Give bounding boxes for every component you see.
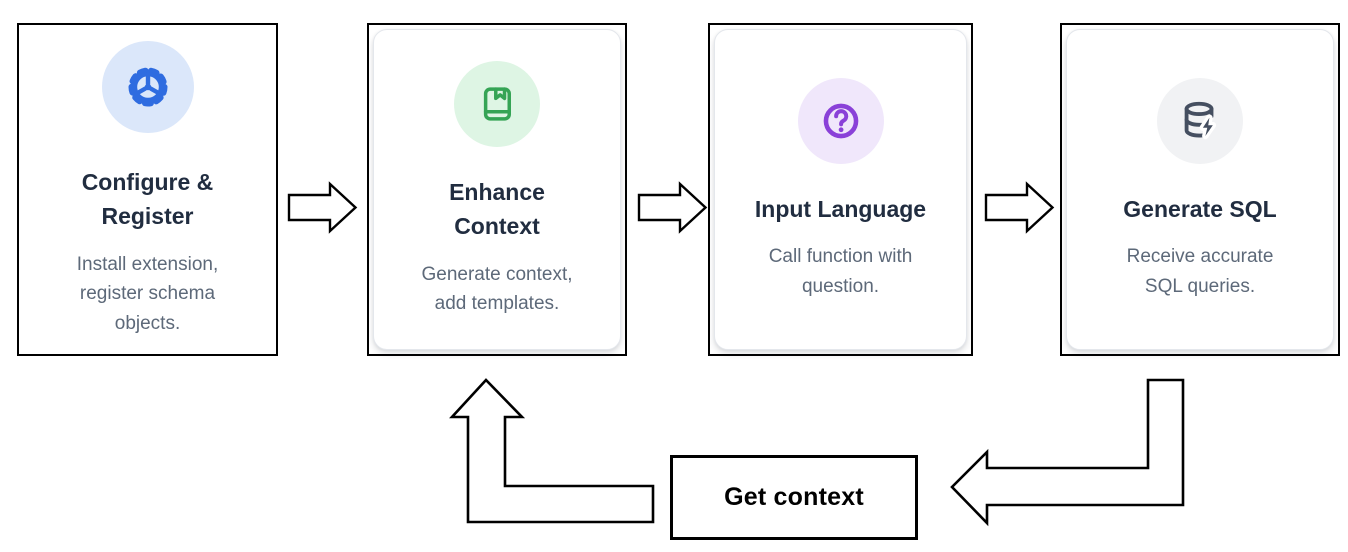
step-title: Generate SQL: [1123, 195, 1277, 222]
step-title: Configure & Register: [81, 168, 214, 230]
step-card-configure-register: Configure & Register Install extension, …: [17, 23, 278, 356]
book-icon-badge: [454, 60, 540, 147]
get-context-label: Get context: [724, 483, 864, 511]
step-card-input-language: Input Language Call function with questi…: [708, 23, 973, 356]
loop-elbow-left-arrow: [950, 378, 1185, 527]
gear-icon-badge: [101, 40, 194, 133]
step-card-generate-sql: Generate SQL Receive accurate SQL querie…: [1060, 23, 1340, 356]
flow-arrow-right-1: [287, 181, 358, 234]
loop-up-arrow: [449, 378, 655, 524]
book-icon: [483, 86, 511, 121]
gear-icon: [128, 67, 167, 107]
question-circle-icon-badge: [797, 77, 884, 164]
card-body: Input Language Call function with questi…: [714, 29, 967, 350]
step-card-enhance-context: Enhance Context Generate context, add te…: [367, 23, 627, 356]
flow-arrow-right-2: [637, 181, 708, 234]
step-description: Generate context, add templates.: [421, 263, 573, 314]
card-body: Enhance Context Generate context, add te…: [373, 29, 621, 350]
step-description: Call function with question.: [768, 246, 913, 297]
flow-arrow-right-3: [984, 181, 1055, 234]
card-body: Generate SQL Receive accurate SQL querie…: [1066, 29, 1334, 350]
database-bolt-icon-badge: [1157, 77, 1243, 164]
get-context-box: Get context: [670, 455, 918, 540]
database-bolt-icon: [1184, 101, 1217, 140]
step-title: Input Language: [754, 195, 927, 222]
card-body: Configure & Register Install extension, …: [23, 29, 272, 350]
question-circle-icon: [823, 103, 858, 139]
step-title: Enhance Context: [449, 178, 545, 240]
step-description: Install extension, register schema objec…: [76, 253, 219, 334]
step-description: Receive accurate SQL queries.: [1126, 246, 1274, 297]
